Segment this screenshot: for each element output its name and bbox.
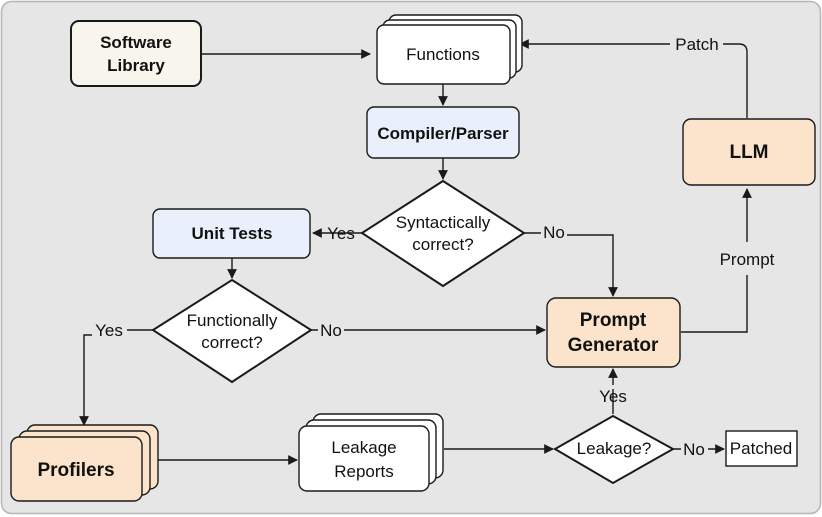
functional-check-diamond: Functionally correct? [151, 278, 313, 384]
compiler-parser-label: Compiler/Parser [377, 124, 509, 143]
compiler-parser-node: Compiler/Parser [366, 106, 520, 159]
patched-node: Patched [725, 430, 798, 467]
leakage-check-diamond: Leakage? [553, 414, 676, 485]
edge-label-functional-no: No [320, 321, 342, 340]
patched-label: Patched [730, 439, 792, 458]
edge-prompt-generator-to-llm [681, 189, 747, 333]
edge-label-prompt: Prompt [720, 250, 775, 269]
functional-check-line1: Functionally [187, 311, 278, 330]
leakage-check-label: Leakage? [577, 439, 652, 458]
profilers-node: Profilers [10, 424, 159, 502]
edge-label-leakage-no: No [683, 440, 705, 459]
unit-tests-label: Unit Tests [192, 224, 273, 243]
profilers-label: Profilers [37, 460, 114, 481]
syntactic-check-diamond: Syntactically correct? [360, 179, 526, 288]
edge-label-leakage-yes: Yes [599, 387, 627, 406]
functions-node: Functions [376, 14, 523, 85]
software-library-node: Software Library [70, 20, 202, 87]
prompt-generator-line1: Prompt [580, 310, 647, 331]
syntactic-check-line1: Syntactically [396, 213, 491, 232]
software-library-line1: Software [100, 33, 172, 52]
leakage-reports-line1: Leakage [331, 438, 396, 457]
unit-tests-node: Unit Tests [152, 208, 311, 259]
edge-label-syntax-yes: Yes [327, 224, 355, 243]
llm-node: LLM [682, 118, 816, 186]
prompt-generator-node: Prompt Generator [546, 297, 681, 368]
software-library-line2: Library [107, 56, 165, 75]
functional-check-line2: correct? [201, 333, 262, 352]
llm-label: LLM [729, 142, 768, 163]
edge-llm-to-functions [520, 44, 748, 118]
leakage-reports-line2: Reports [334, 462, 394, 481]
edge-functional-to-profilers [84, 329, 153, 425]
edge-syntax-to-prompt-generator [524, 232, 613, 296]
prompt-generator-line2: Generator [568, 335, 659, 356]
syntactic-check-line2: correct? [412, 235, 473, 254]
edge-label-functional-yes: Yes [95, 321, 123, 340]
edge-label-syntax-no: No [543, 223, 565, 242]
edge-label-patch: Patch [675, 35, 718, 54]
functions-label: Functions [406, 45, 480, 64]
leakage-reports-node: Leakage Reports [298, 413, 444, 492]
